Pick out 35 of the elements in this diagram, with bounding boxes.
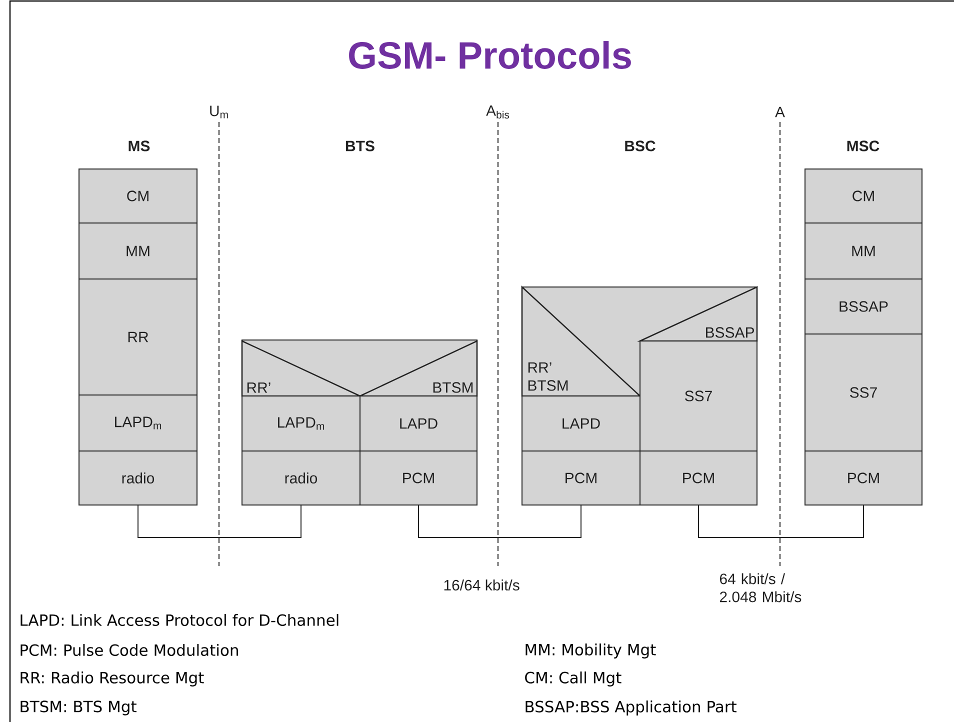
protocol-layer: LAPD [360,396,478,452]
protocol-layer: LAPD$_{m}$ [242,396,360,452]
protocol-layer: LAPD [522,396,640,452]
interface-label: A [775,106,785,118]
interface-label: A$_{bis}$ [486,105,510,119]
protocol-layer: PCM [804,450,922,506]
protocol-layer: radio [78,450,198,506]
protocol-layer: LAPD$_{m}$ [78,394,198,452]
interface-label: U$_{m}$ [210,106,228,118]
protocol-layer: MM [78,222,198,280]
title: GSM- Protocols [349,41,631,69]
connection-line [698,505,864,538]
protocol-layer: PCM [360,450,478,506]
rate-label: 64 kbit/s / 2.048 Mbit/s [720,573,802,602]
protocol-layer: MM [804,222,922,280]
protocol-layer: CM [78,168,198,224]
protocol-layer: PCM [522,450,640,506]
abbreviation-note: MM: Mobility Mgt [526,644,656,658]
entity-heading: BTS [346,140,374,152]
abbreviation-note: BTSM: BTS Mgt [20,700,136,716]
abbreviation-note: BSSAP:BSS Application Part [526,700,736,716]
connection-line [138,505,302,538]
protocol-layer: PCM [640,450,758,506]
entity-heading: BSC [625,140,656,152]
abbreviation-note: RR: Radio Resource Mgt [20,672,204,686]
abbreviation-note: CM: Call Mgt [525,672,622,686]
abbreviation-note: LAPD: Link Access Protocol for D-Channel [20,614,338,626]
abbreviation-note: PCM: Pulse Code Modulation [20,644,238,656]
protocol-layer: BSSAP [804,278,922,334]
rate-label: 16/64 kbit/s [444,579,520,590]
protocol-layer: CM [804,168,922,224]
connection-line [418,505,582,538]
entity-heading: MSC [847,140,880,152]
protocol-layer: radio [242,450,360,506]
entity-heading: MS [128,140,150,152]
